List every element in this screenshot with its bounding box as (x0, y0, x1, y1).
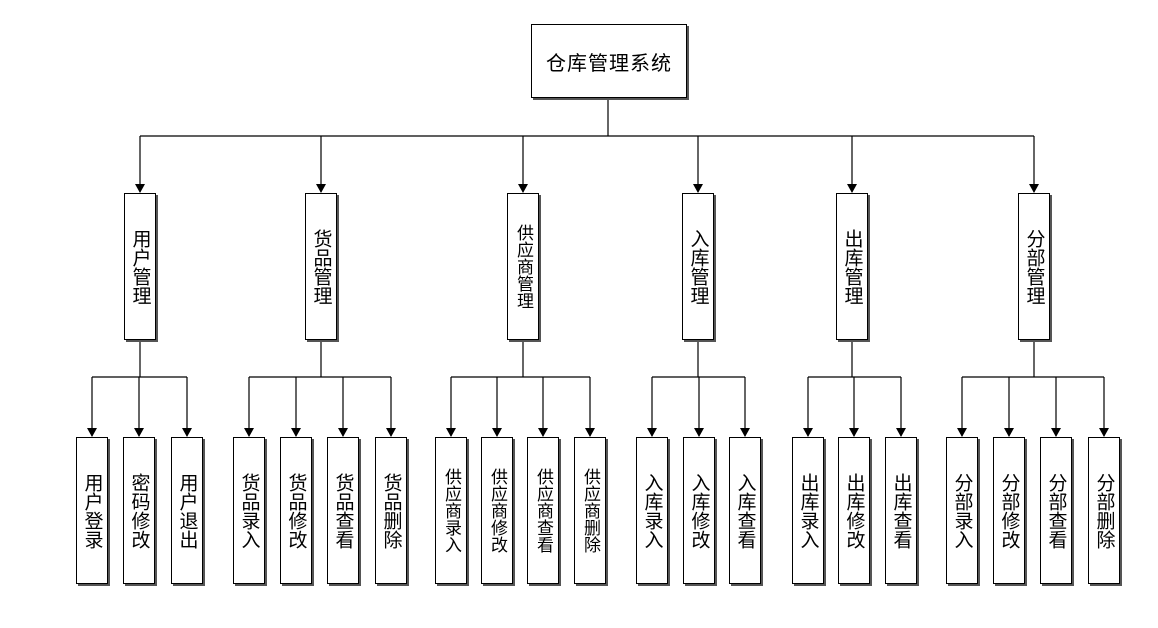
leaf-node-3-3: 供应商查看 (527, 437, 559, 584)
leaf-node-3-2: 供应商修改 (481, 437, 513, 584)
module-node-4: 入库管理 (682, 193, 714, 340)
leaf-node-5-3-label: 出库查看 (890, 472, 913, 549)
leaf-node-6-4: 分部删除 (1088, 437, 1120, 584)
module-node-1-label: 用户管理 (129, 228, 152, 305)
leaf-node-4-2: 入库修改 (683, 437, 715, 584)
leaf-node-2-1-label: 货品录入 (238, 472, 261, 549)
leaf-node-3-1: 供应商录入 (435, 437, 467, 584)
leaf-node-5-1-label: 出库录入 (797, 472, 820, 549)
leaf-node-2-4-label: 货品删除 (380, 472, 403, 549)
module-node-5: 出库管理 (836, 193, 868, 340)
leaf-node-2-2: 货品修改 (280, 437, 312, 584)
leaf-node-6-1-label: 分部录入 (951, 472, 974, 549)
root-node: 仓库管理系统 (531, 24, 687, 98)
leaf-node-6-2-label: 分部修改 (998, 472, 1021, 549)
leaf-node-3-3-label: 供应商查看 (533, 468, 553, 553)
connector-lines (87, 98, 1109, 437)
leaf-node-5-1: 出库录入 (792, 437, 824, 584)
leaf-node-4-1: 入库录入 (636, 437, 668, 584)
module-node-6-label: 分部管理 (1023, 228, 1046, 305)
module-node-4-label: 入库管理 (687, 228, 710, 305)
leaf-node-5-2: 出库修改 (838, 437, 870, 584)
module-node-5-label: 出库管理 (841, 228, 864, 305)
leaf-node-2-3-label: 货品查看 (332, 472, 355, 549)
leaf-node-4-3: 入库查看 (729, 437, 761, 584)
leaf-node-1-1-label: 用户登录 (81, 472, 104, 549)
leaf-node-6-3-label: 分部查看 (1045, 472, 1068, 549)
module-node-3: 供应商管理 (507, 193, 539, 340)
leaf-node-2-2-label: 货品修改 (285, 472, 308, 549)
leaf-node-4-3-label: 入库查看 (734, 472, 757, 549)
leaf-node-3-2-label: 供应商修改 (487, 468, 507, 553)
leaf-node-6-3: 分部查看 (1040, 437, 1072, 584)
module-node-2: 货品管理 (305, 193, 337, 340)
leaf-node-3-4-label: 供应商删除 (580, 468, 600, 553)
leaf-node-4-1-label: 入库录入 (641, 472, 664, 549)
leaf-node-1-3: 用户退出 (171, 437, 203, 584)
module-node-3-label: 供应商管理 (513, 224, 533, 309)
leaf-node-2-4: 货品删除 (375, 437, 407, 584)
root-label: 仓库管理系统 (546, 50, 672, 75)
leaf-node-6-2: 分部修改 (993, 437, 1025, 584)
leaf-node-6-1: 分部录入 (946, 437, 978, 584)
module-node-2-label: 货品管理 (310, 228, 333, 305)
leaf-node-6-4-label: 分部删除 (1093, 472, 1116, 549)
leaf-node-3-4: 供应商删除 (574, 437, 606, 584)
leaf-node-1-2-label: 密码修改 (128, 472, 151, 549)
leaf-node-3-1-label: 供应商录入 (441, 468, 461, 553)
leaf-node-1-2: 密码修改 (123, 437, 155, 584)
leaf-node-2-3: 货品查看 (327, 437, 359, 584)
leaf-node-1-1: 用户登录 (76, 437, 108, 584)
leaf-node-5-3: 出库查看 (885, 437, 917, 584)
leaf-node-4-2-label: 入库修改 (688, 472, 711, 549)
module-node-6: 分部管理 (1018, 193, 1050, 340)
leaf-node-5-2-label: 出库修改 (843, 472, 866, 549)
leaf-node-1-3-label: 用户退出 (176, 472, 199, 549)
leaf-node-2-1: 货品录入 (233, 437, 265, 584)
module-node-1: 用户管理 (124, 193, 156, 340)
